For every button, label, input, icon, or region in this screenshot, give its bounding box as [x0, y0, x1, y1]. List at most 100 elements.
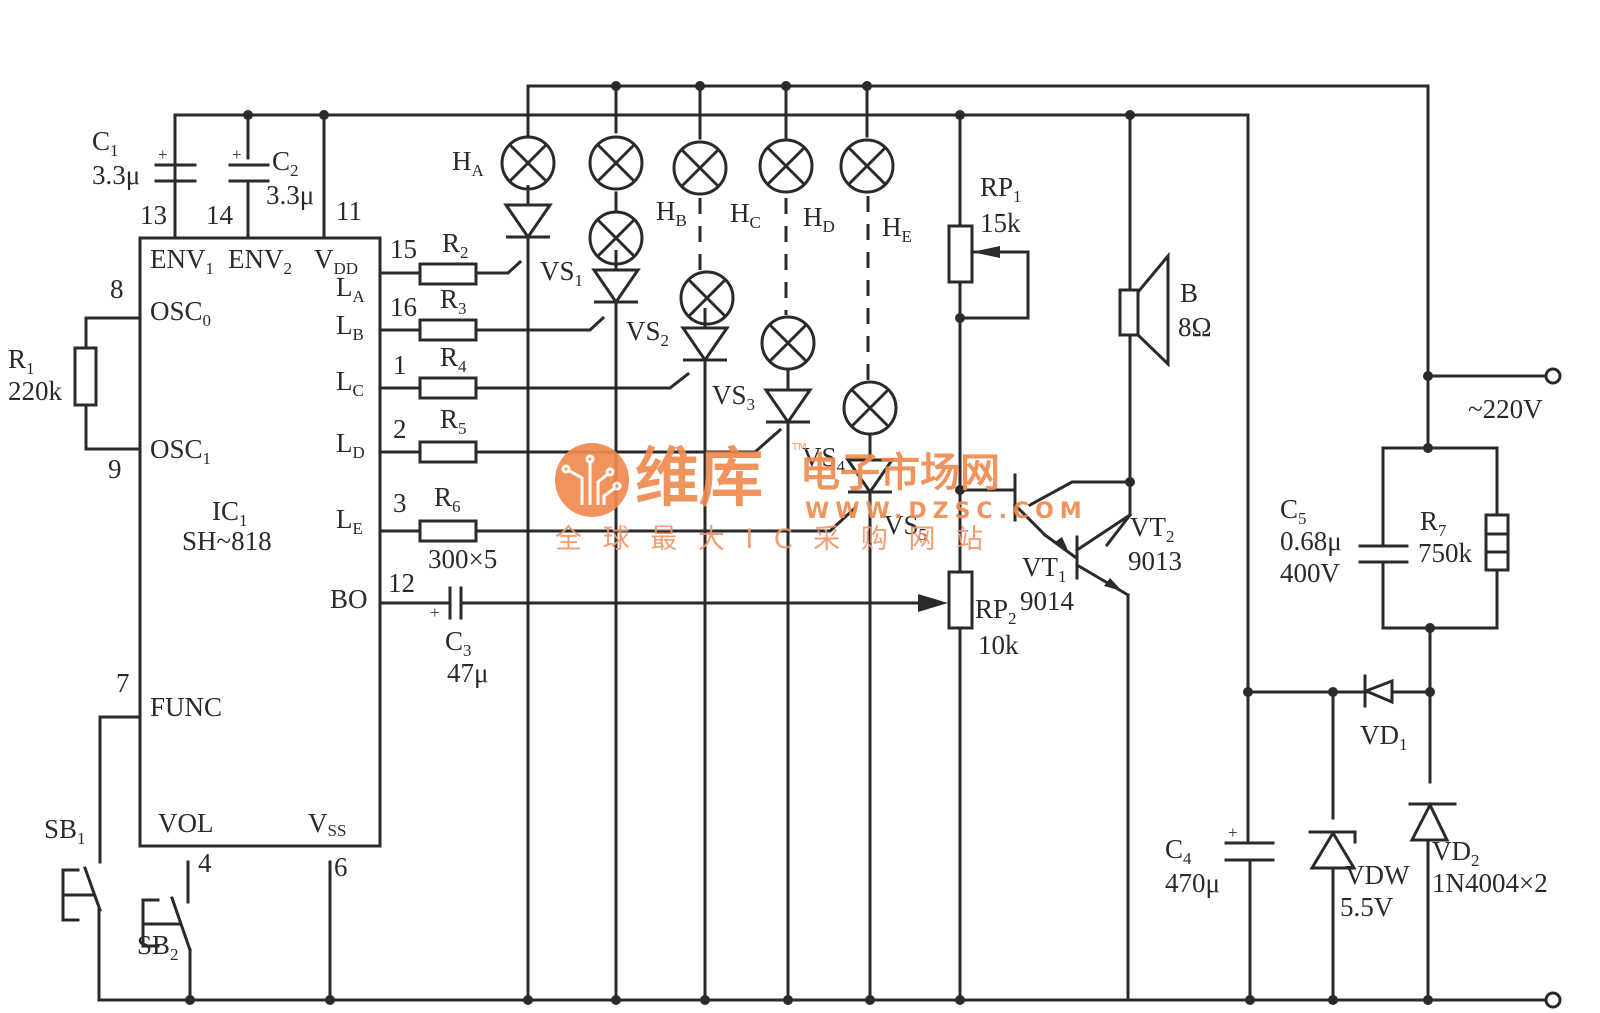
junction-dot [1423, 371, 1433, 381]
top-ac-rail [526, 84, 1430, 378]
watermark-tm: TM [791, 442, 807, 453]
wire [476, 315, 606, 332]
pin-vdd-label: VDD [314, 244, 358, 278]
pin-lc-label: LC [336, 366, 364, 400]
lamp-icon [758, 138, 814, 194]
junction-dot [781, 81, 791, 91]
junctions [185, 81, 1435, 1005]
resistor-body [418, 519, 478, 543]
pin-13-number: 13 [140, 200, 167, 230]
thyristor-icon [763, 370, 813, 425]
junction-dot [955, 313, 965, 323]
junction-dot [1425, 687, 1435, 697]
junction-dot [1328, 687, 1338, 697]
ac-terminal-icon [1544, 367, 1562, 385]
r7-ref: R7 [1420, 506, 1447, 540]
junction-dot [865, 995, 875, 1005]
c2-value: 3.3μ [266, 180, 314, 210]
resistor-r5: R5 [418, 404, 478, 464]
r1-value: 220k [8, 376, 63, 406]
zener-diode-icon [1309, 830, 1357, 870]
vd2-value: 1N4004×2 [1432, 868, 1548, 898]
lamp-icon [588, 135, 644, 191]
c4-value: 470μ [1165, 868, 1220, 898]
lamps [500, 135, 898, 436]
junction-dot [955, 995, 965, 1005]
switch-sb1[interactable]: SB1 [44, 814, 102, 922]
pin-la-label: LA [336, 272, 366, 306]
hb-label: HB [656, 196, 687, 230]
lamp-icon [679, 270, 735, 326]
rp1-ref: RP1 [980, 172, 1022, 206]
polarity-mark: + [1228, 823, 1238, 842]
sb1-label: SB1 [44, 814, 86, 848]
ground-rail [97, 908, 1554, 1002]
thyristor-icon [845, 440, 895, 495]
speaker-b: B 8Ω [1118, 251, 1212, 368]
resistor-body [1484, 513, 1510, 572]
junction-dot [955, 110, 965, 120]
junction-dot [700, 995, 710, 1005]
polarity-mark: + [158, 145, 168, 164]
pin-vol-label: VOL [158, 808, 214, 838]
lamp-icon [839, 138, 895, 194]
emitter-arrow-icon [1104, 578, 1122, 591]
ha-label: HA [452, 146, 485, 180]
c5-value: 0.68μ [1280, 526, 1342, 556]
pin-11-number: 11 [336, 196, 362, 226]
pin-16-number: 16 [390, 292, 417, 322]
r7-value: 750k [1418, 538, 1473, 568]
pin-le-label: LE [336, 504, 363, 538]
pin-3-number: 3 [393, 488, 407, 518]
r6-ref: R6 [434, 482, 461, 516]
pin-8-number: 8 [110, 274, 124, 304]
pin-7-number: 7 [116, 668, 130, 698]
resistor-r7: R7 750k [1418, 506, 1510, 572]
r3-ref: R3 [440, 284, 467, 318]
wire [1381, 560, 1499, 630]
junction-dot [1423, 995, 1433, 1005]
zener-bar [1334, 830, 1357, 844]
junction-dot [1125, 477, 1135, 487]
capacitor-c2: + C2 3.3μ [228, 145, 314, 210]
thyristors [503, 185, 895, 495]
thyristor-icon [680, 308, 730, 363]
vd1-label: VD1 [1360, 720, 1408, 754]
vd2-ref: VD2 [1432, 836, 1480, 870]
pin-lb-label: LB [336, 310, 364, 344]
vt2-ref: VT2 [1130, 512, 1175, 546]
wire [1104, 333, 1132, 548]
watermark-url: WWW.DZSC.COM [805, 499, 1088, 524]
wires [84, 84, 1554, 1002]
thyristor-icon [503, 185, 553, 240]
vdw-ref: VDW [1345, 860, 1410, 890]
wire [98, 715, 142, 864]
circuit-logo-glyph [561, 454, 622, 505]
junction-dot [611, 81, 621, 91]
thyristor-icon [591, 250, 641, 305]
capacitor-c4: + C4 470μ [1165, 823, 1275, 898]
r2-ref: R2 [442, 228, 469, 262]
wire [476, 505, 858, 533]
pin-1-number: 1 [393, 350, 407, 380]
r2-r6-value: 300×5 [428, 544, 497, 574]
pin-ld-label: LD [336, 428, 365, 462]
r5-ref: R5 [440, 404, 467, 438]
emitter-arrow-icon [1055, 537, 1070, 555]
sb2-label: SB2 [137, 930, 179, 964]
pin-15-number: 15 [390, 234, 417, 264]
c2-ref: C2 [272, 146, 299, 180]
resistor-body [73, 346, 98, 407]
vs4-label: VS4 [802, 442, 846, 476]
capacitor-c3: + C3 47μ [430, 586, 488, 688]
transistor-vt1: VT1 9014 [1012, 473, 1078, 616]
ic-part-number: SH~818 [182, 526, 272, 556]
resistor-r2: R2 [418, 228, 478, 286]
wire [476, 259, 523, 275]
switch-sb2[interactable]: SB2 [137, 896, 192, 964]
wire [84, 403, 142, 451]
potentiometer-rp1: RP1 15k [947, 172, 1022, 284]
pin-9-number: 9 [108, 454, 122, 484]
c5-ref: C5 [1280, 494, 1307, 528]
